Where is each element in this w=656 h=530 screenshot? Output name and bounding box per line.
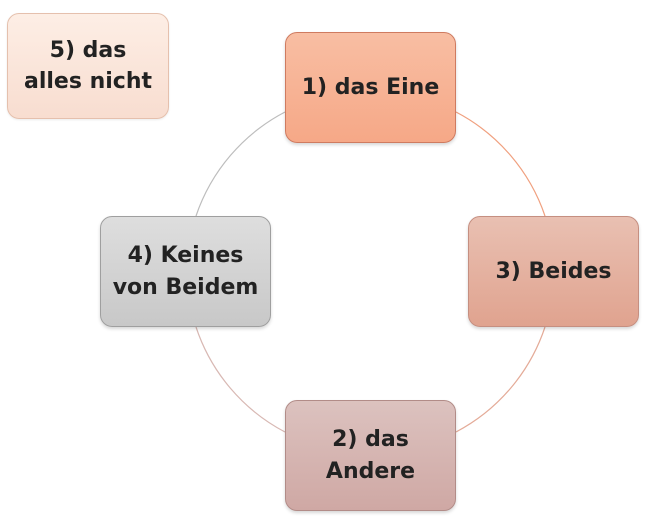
arc-4-to-1 [195,111,286,217]
node-keines-von-beidem: 4) Keines von Beidem [100,216,271,327]
node-label: 3) Beides [495,258,612,284]
node-beides: 3) Beides [468,216,639,327]
arc-3-to-2 [455,326,546,433]
node-label: 2) das Andere [325,427,416,484]
node-das-alles-nicht: 5) das alles nicht [7,13,169,119]
node-label: 5) das alles nicht [23,37,153,94]
arc-2-to-4 [195,326,286,433]
node-label: 4) Keines von Beidem [112,243,259,300]
node-das-eine: 1) das Eine [285,32,456,143]
node-label: 1) das Eine [301,74,440,100]
arc-1-to-3 [455,111,546,217]
node-das-andere: 2) das Andere [285,400,456,511]
